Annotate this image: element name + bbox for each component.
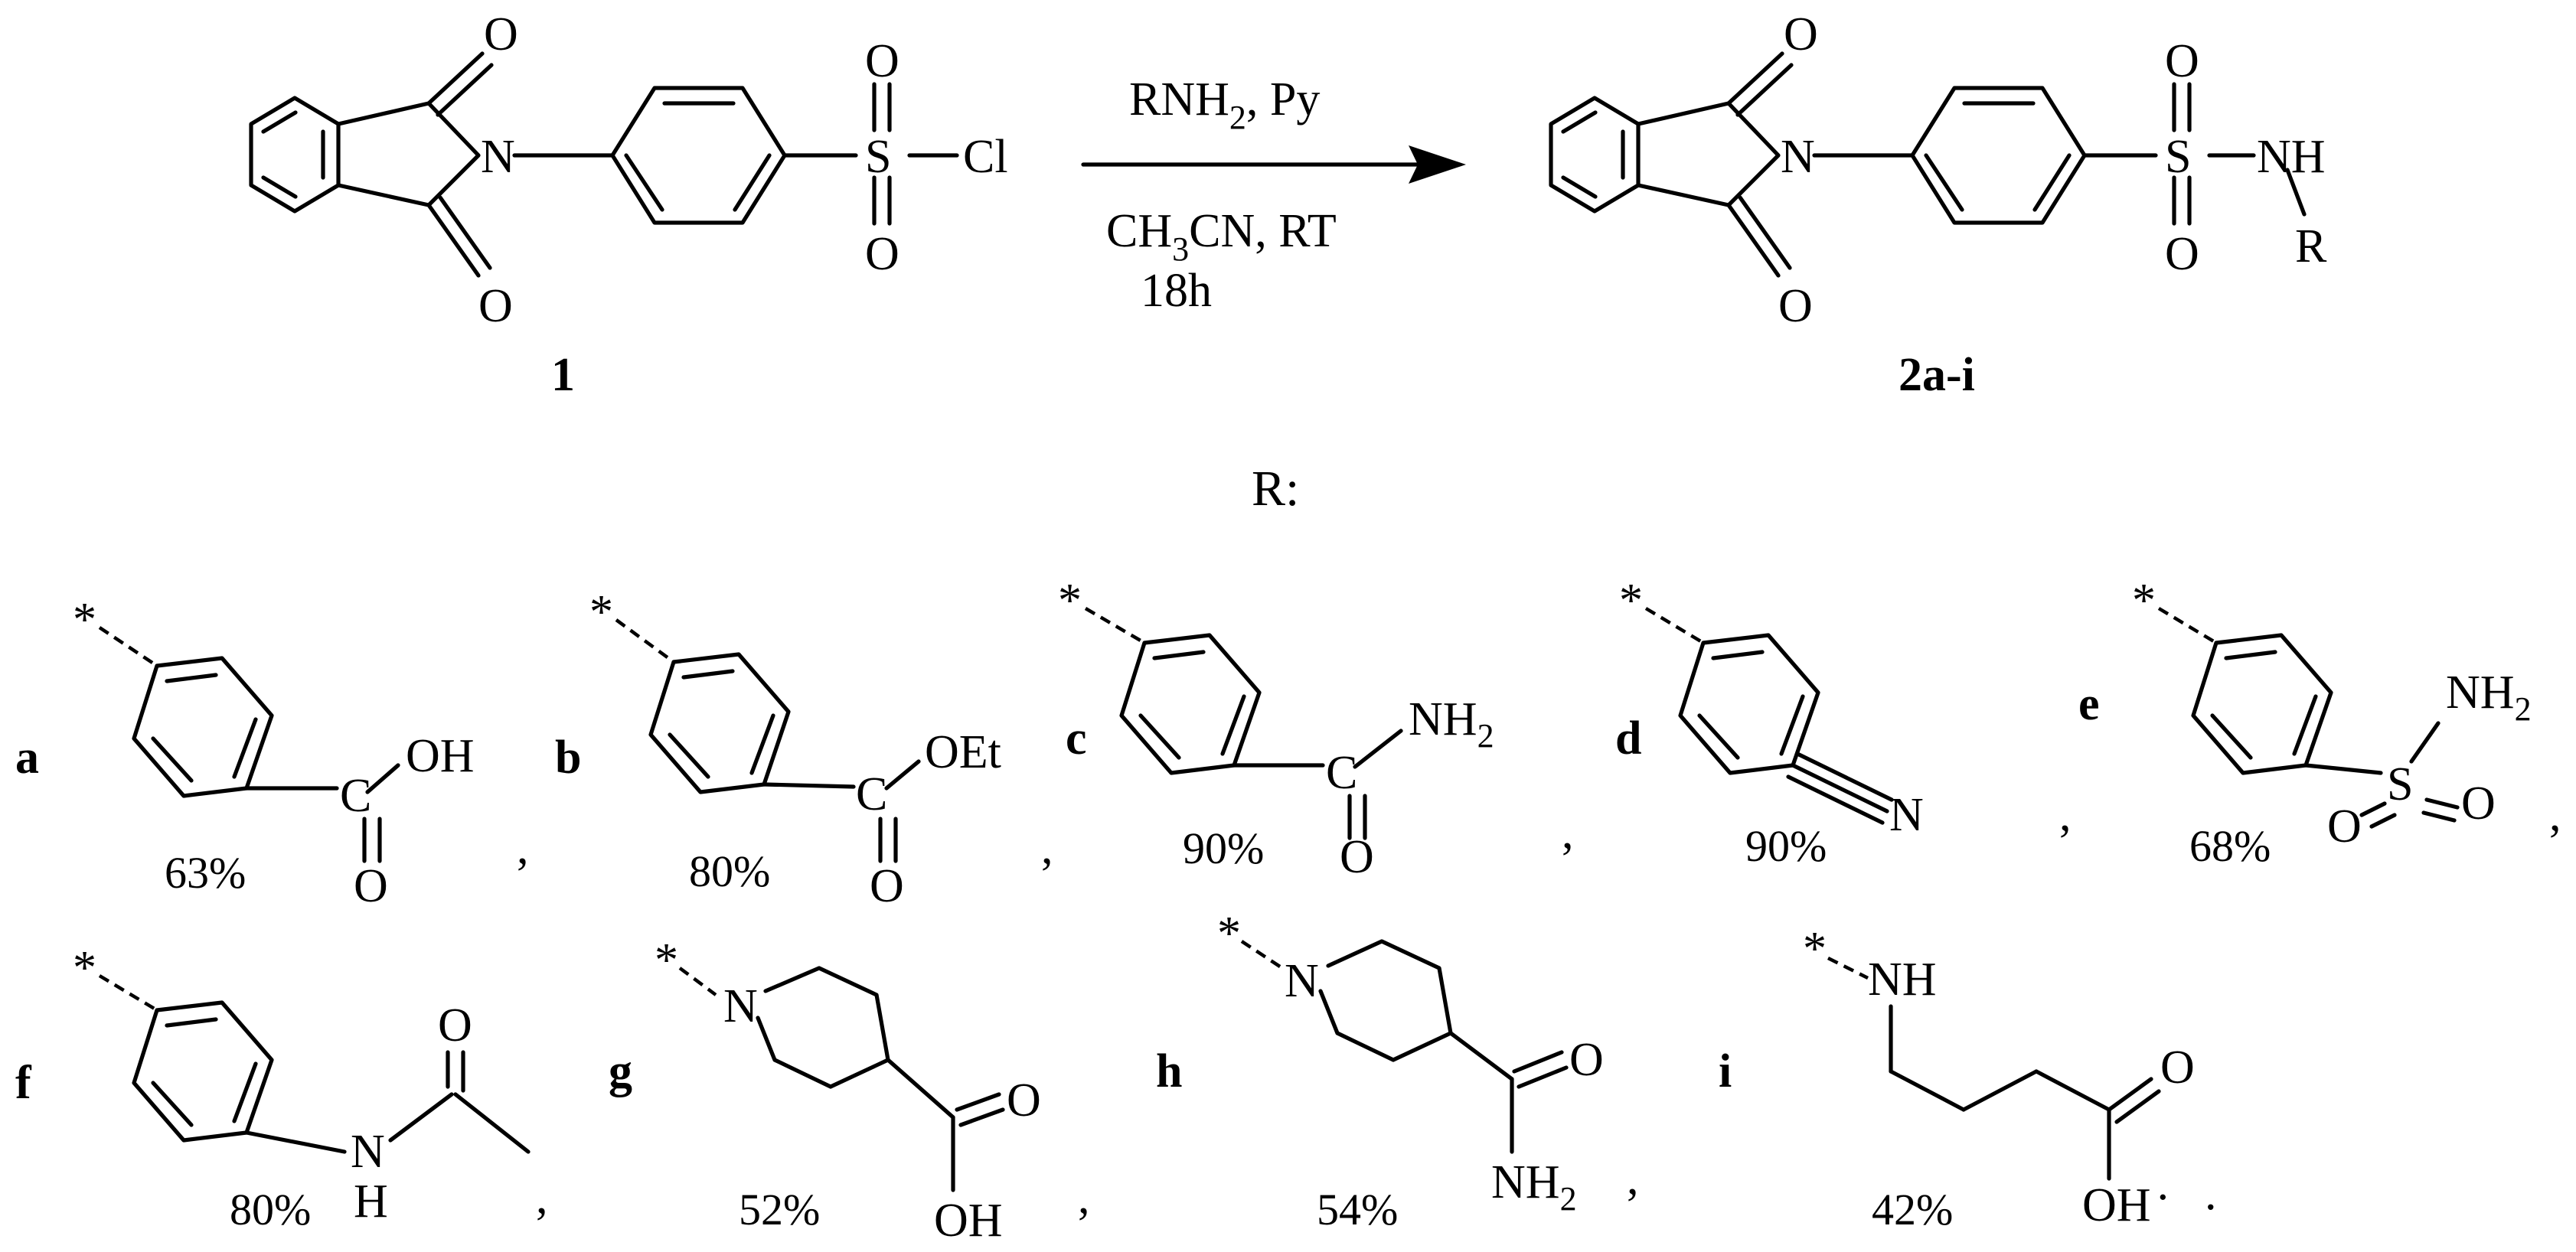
- attachment-star: *: [1803, 923, 1827, 975]
- yield: 80%: [230, 1185, 311, 1234]
- attachment-star: *: [1058, 575, 1082, 627]
- atom-oh: OH: [2082, 1179, 2151, 1231]
- compound-label-2a-i: 2a-i: [1899, 349, 1975, 401]
- condition-reagent: RNH2, Py: [1129, 73, 1320, 136]
- atom-s: S: [865, 131, 891, 183]
- atom-n: N: [723, 980, 758, 1032]
- atom-h: H: [354, 1175, 388, 1228]
- yield: 68%: [2189, 821, 2271, 871]
- product-2a-i: O O N S O O NH R 2a-i: [1549, 8, 2327, 401]
- atom-nh: NH: [2257, 131, 2326, 183]
- atom-o: O: [2165, 228, 2199, 280]
- atom-o: O: [1784, 8, 1818, 60]
- atom-o: O: [438, 999, 472, 1051]
- atom-oh: OH: [934, 1195, 1003, 1247]
- atom-c: C: [856, 768, 887, 820]
- substituent-b: b * C OEt O 80% ,: [555, 586, 1053, 912]
- attachment-star: *: [73, 942, 96, 994]
- substituent-label: g: [609, 1045, 632, 1097]
- r-group-header: R:: [1252, 461, 1299, 517]
- separator: ,: [1562, 807, 1574, 859]
- atom-o: O: [2160, 1042, 2195, 1094]
- atom-o: O: [484, 8, 518, 60]
- atom-n: N: [481, 131, 515, 183]
- substituent-label: f: [15, 1057, 32, 1109]
- substituent-h: h * N O NH2 54% ,: [1156, 908, 1639, 1234]
- atom-nh2: NH2: [2446, 667, 2532, 728]
- attachment-star: *: [73, 594, 96, 646]
- separator: ,: [2549, 789, 2561, 841]
- substituent-i: i * NH O OH · 42% .: [1719, 923, 2217, 1234]
- reaction-arrow: RNH2, Py CH3CN, RT 18h: [1081, 73, 1466, 317]
- reactant-1: O O N S O O Cl 1: [249, 8, 1008, 401]
- substituent-a: a * C OH O 63% ,: [15, 594, 529, 912]
- atom-o: O: [865, 35, 899, 87]
- atom-c: C: [1326, 747, 1357, 799]
- atom-o: O: [354, 860, 388, 912]
- substituent-label: c: [1066, 712, 1087, 765]
- substituent-g: g * N O OH 52% ,: [609, 934, 1090, 1247]
- yield: 42%: [1872, 1185, 1953, 1234]
- atom-nh2: NH2: [1491, 1156, 1577, 1218]
- condition-solvent: CH3CN, RT: [1106, 205, 1337, 268]
- atom-nh2: NH2: [1409, 693, 1494, 755]
- atom-cl: Cl: [963, 131, 1008, 183]
- separator: .: [2205, 1168, 2217, 1220]
- separator: ,: [536, 1172, 548, 1224]
- yield: 90%: [1745, 821, 1827, 871]
- condition-time: 18h: [1141, 265, 1212, 317]
- attachment-star: *: [655, 934, 678, 986]
- atom-oh: OH: [406, 730, 475, 782]
- atom-o: O: [865, 228, 899, 280]
- substituent-label: b: [555, 732, 581, 784]
- separator: ,: [2059, 789, 2072, 841]
- atom-c: C: [340, 770, 371, 822]
- atom-s: S: [2387, 758, 2413, 810]
- substituent-label: h: [1156, 1045, 1182, 1097]
- yield: 54%: [1317, 1185, 1398, 1234]
- yield: 80%: [689, 846, 770, 896]
- atom-o: O: [2461, 778, 2496, 830]
- attachment-star: *: [1217, 908, 1241, 960]
- dot-mark: ·: [2155, 1172, 2171, 1224]
- substituent-label: a: [15, 732, 39, 784]
- substituent-f: f * N H O 80% ,: [15, 942, 548, 1234]
- atom-o: O: [1778, 280, 1813, 332]
- separator: ,: [1078, 1172, 1090, 1224]
- yield: 63%: [165, 848, 246, 898]
- substituent-e: e * S NH2 O O 68% ,: [2078, 575, 2561, 871]
- atom-o: O: [2327, 800, 2362, 853]
- atom-oet: OEt: [925, 726, 1001, 778]
- substituent-c: c * C NH2 O 90% ,: [1058, 575, 1574, 883]
- atom-r: R: [2295, 220, 2327, 272]
- atom-nh: NH: [1868, 954, 1937, 1006]
- atom-o: O: [1007, 1074, 1041, 1126]
- atom-s: S: [2165, 131, 2191, 183]
- atom-n: N: [351, 1126, 385, 1178]
- separator: ,: [1627, 1153, 1639, 1205]
- substituent-label: d: [1615, 712, 1641, 765]
- atom-n: N: [1781, 131, 1815, 183]
- separator: ,: [517, 822, 529, 874]
- atom-o: O: [1569, 1034, 1604, 1086]
- yield: 52%: [739, 1185, 820, 1234]
- atom-o: O: [2165, 35, 2199, 87]
- compound-label-1: 1: [551, 349, 575, 401]
- attachment-star: *: [589, 586, 613, 638]
- separator: ,: [1041, 822, 1053, 874]
- substituent-d: d * N 90% ,: [1615, 575, 2072, 871]
- attachment-star: *: [2132, 575, 2156, 627]
- yield: 90%: [1183, 823, 1264, 873]
- atom-n: N: [1285, 955, 1319, 1007]
- substituent-label: e: [2078, 678, 2100, 730]
- attachment-star: *: [1619, 575, 1643, 627]
- atom-o: O: [870, 860, 904, 912]
- substituent-label: i: [1719, 1045, 1732, 1097]
- atom-n: N: [1889, 789, 1924, 841]
- atom-o: O: [478, 280, 513, 332]
- atom-o: O: [1340, 831, 1374, 883]
